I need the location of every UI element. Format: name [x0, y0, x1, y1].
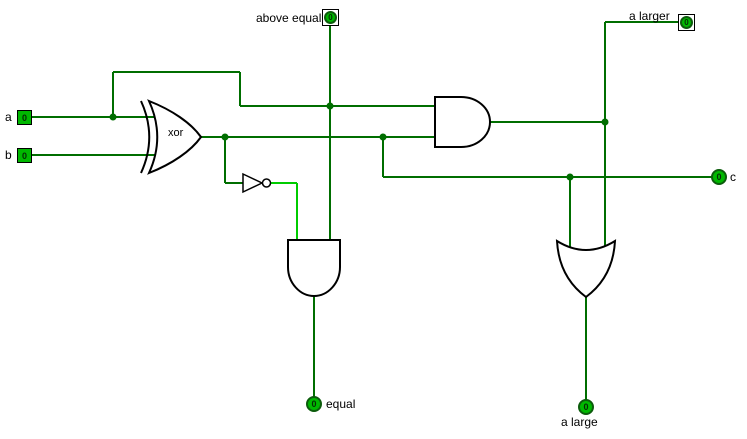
wire-junction [326, 102, 334, 110]
output-pin-above-equal-value: 0 [324, 11, 337, 24]
wire-junction [221, 133, 229, 141]
output-pin-a-larger-value: 0 [680, 16, 693, 29]
wire-net-a-larger [490, 21, 678, 252]
xor-gate-label: xor [168, 127, 184, 139]
input-pin-b[interactable]: 0 [17, 148, 32, 163]
pin-label-a: a [5, 110, 12, 124]
output-pin-a-large[interactable]: 0 [578, 399, 594, 415]
pin-label-a-large: a large [561, 415, 598, 429]
pin-label-above-equal: above equal [256, 11, 322, 25]
wire-junction [601, 118, 609, 126]
pin-label-b: b [5, 148, 12, 162]
wire-net-xor-out [200, 136, 712, 252]
output-pin-c[interactable]: 0 [711, 169, 727, 185]
wire-junctions [109, 102, 609, 181]
and-gate-top[interactable] [434, 96, 492, 148]
pin-label-c: c [730, 170, 736, 184]
xor-gate[interactable] [140, 99, 203, 175]
wire-junction [379, 133, 387, 141]
or-gate[interactable] [555, 239, 617, 299]
and-gate-bottom[interactable] [287, 239, 341, 298]
output-pin-a-larger[interactable]: 0 [678, 14, 695, 31]
input-pin-a[interactable]: 0 [17, 110, 32, 125]
wire-junction [109, 113, 117, 121]
wire-net-a [32, 26, 435, 240]
pin-label-a-larger: a larger [629, 9, 670, 23]
wire-junction [566, 173, 574, 181]
pin-label-equal: equal [326, 397, 356, 411]
output-pin-equal[interactable]: 0 [306, 396, 322, 412]
output-pin-above-equal[interactable]: 0 [322, 9, 339, 26]
wire-net-not-out-high [270, 182, 298, 241]
not-gate[interactable] [242, 172, 272, 194]
